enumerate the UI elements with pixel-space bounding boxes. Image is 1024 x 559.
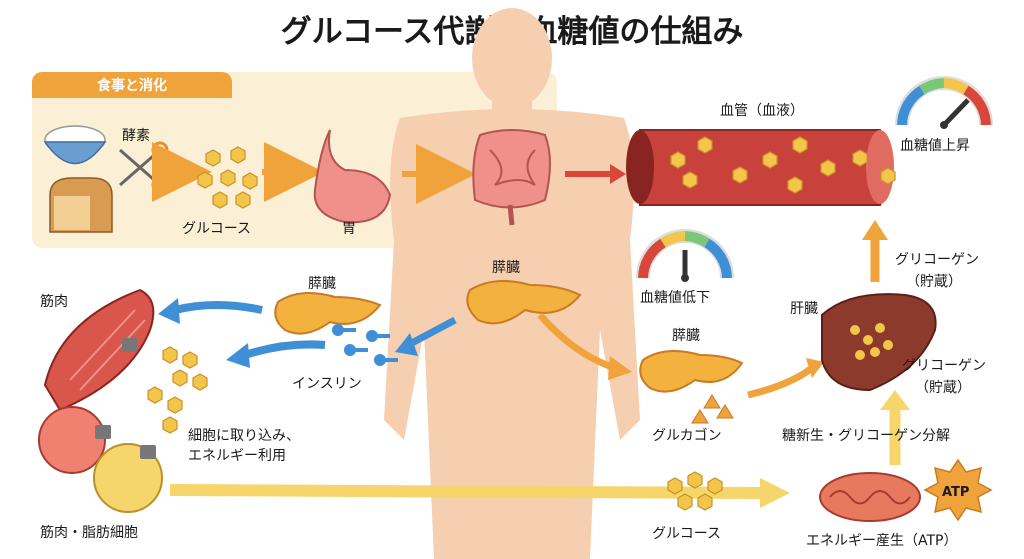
insulin-keys-icon [332, 324, 398, 366]
pancreas-right-icon [639, 350, 744, 393]
arrow-insulin-to-cells [243, 340, 326, 359]
uptake-label-line2: エネルギー利用 [188, 448, 286, 464]
arrow-insulin-to-muscle [174, 301, 263, 314]
atp-burst-icon [923, 458, 993, 522]
gauge-rise-icon [895, 76, 993, 129]
glucagon-triangles [691, 394, 734, 424]
muscle-label: 筋肉 [40, 293, 68, 310]
glucose-cluster-digestion [197, 146, 258, 209]
lock-cell2-icon [140, 445, 156, 459]
liver-icon [821, 293, 937, 392]
enzyme-label: 酵素 [122, 128, 150, 144]
digestion-arrows [152, 142, 626, 204]
cells-label: 筋肉・脂肪細胞 [40, 524, 138, 541]
pancreas-center-icon [466, 280, 582, 325]
pancreas-left-label: 膵臓 [308, 276, 336, 292]
glucagon-label: グルカゴン [652, 427, 722, 444]
muscle-icon [43, 288, 155, 412]
atp-label: ATP [942, 485, 969, 500]
stomach-icon [313, 129, 392, 224]
lock-muscle-icon [122, 338, 138, 352]
glycogen-bottom-label-2: （貯蔵） [915, 380, 971, 396]
insulin-label: インスリン [292, 376, 362, 392]
human-body [384, 8, 640, 559]
blood-sugar-fall-label: 血糖値低下 [640, 290, 710, 306]
arrow-to-mitochondria [169, 484, 761, 499]
lock-cell-icon [95, 425, 111, 439]
arrow-to-insulin [406, 316, 457, 349]
glucose-label-bottom: グルコース [652, 526, 721, 542]
glycogen-bottom-label-1: グリコーゲン [902, 358, 986, 374]
cell-yellow-icon [93, 443, 163, 513]
energy-production-label: エネルギー産生（ATP） [806, 533, 957, 549]
mitochondria-icon [819, 472, 921, 522]
cell-red-icon [38, 406, 106, 474]
blood-vessel [626, 129, 894, 206]
gauge-fall-icon [636, 229, 734, 282]
arrow-glucagon-to-liver [747, 365, 815, 399]
pancreas-right-label: 膵臓 [672, 328, 700, 344]
rice-bowl-icon [43, 125, 107, 165]
blood-sugar-rise-label: 血糖値上昇 [900, 138, 970, 154]
arrow-to-glucagon [537, 312, 617, 372]
uptake-label-line1: 細胞に取り込み、 [188, 428, 300, 444]
digestion-header: 食事と消化 [32, 72, 232, 98]
liver-label: 肝臓 [790, 301, 818, 317]
blood-vessel-label: 血管（血液） [720, 103, 804, 119]
glycogen-top-label-2: （貯蔵） [906, 274, 962, 290]
glycogen-top-label-1: グリコーゲン [895, 252, 979, 268]
glucose-uptake [147, 346, 208, 434]
bread-icon [49, 177, 113, 233]
stomach-label: 胃 [342, 221, 356, 237]
process-label: 糖新生・グリコーゲン分解 [782, 428, 950, 444]
intestines-icon [472, 129, 551, 226]
glucose-label-digestion: グルコース [182, 221, 251, 237]
pancreas-left-icon [274, 292, 382, 335]
pancreas-center-label: 膵臓 [492, 260, 520, 276]
scissors-icon [119, 141, 169, 194]
